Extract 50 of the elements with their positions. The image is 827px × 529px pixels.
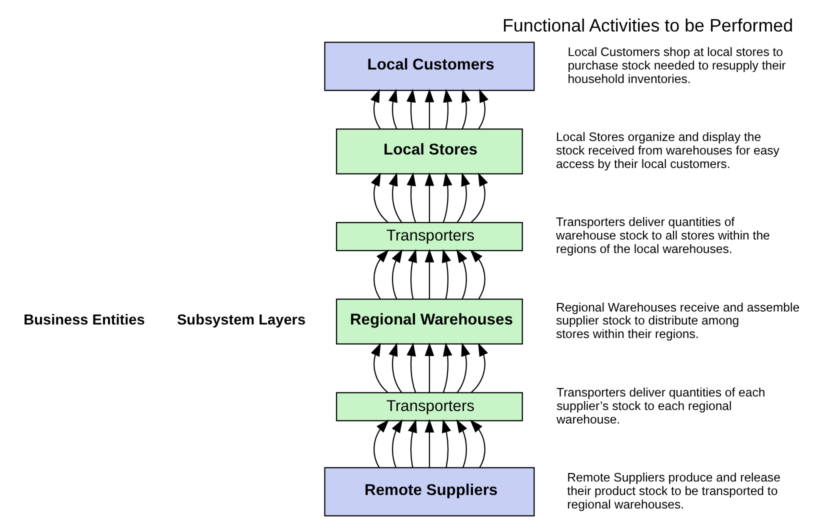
arrow (442, 419, 452, 468)
arrow (406, 342, 416, 393)
node-label: Transporters deliver quantities of each supplier’s stock to each regional warehouse. (556, 385, 766, 426)
arrow (424, 172, 434, 222)
node-label: Local Stores organize and display the stock received from warehouses for easy access by their local customers. (556, 130, 780, 171)
node-box: Local Customers (324, 42, 535, 91)
arrow (470, 419, 486, 468)
arrow (442, 342, 452, 393)
arrow (392, 249, 403, 300)
node-label: Transporters deliver quantities of warehouse stock to all stores within the regions of the local warehouses. (556, 215, 770, 256)
arrow (442, 248, 452, 300)
arrow (470, 249, 486, 300)
arrow (408, 248, 417, 300)
node-box: Regional Warehouses (336, 298, 523, 345)
arrow (470, 342, 488, 394)
label: Business Entities (24, 312, 145, 328)
arrow (388, 172, 402, 223)
node-box: Remote Suppliers (324, 467, 535, 516)
arrow (443, 88, 452, 130)
node-box: Transporters (336, 222, 523, 252)
arrow (370, 88, 381, 130)
arrow (424, 342, 434, 393)
node-label: Remote Suppliers produce and release their product stock to be transported to regional warehouses. (567, 470, 780, 512)
arrow (442, 172, 452, 223)
node-box: Local Stores (336, 128, 523, 174)
arrow (470, 172, 488, 223)
arrow (374, 249, 389, 300)
arrow (406, 172, 416, 223)
arrow (461, 88, 471, 130)
arrow (424, 419, 434, 468)
node-box: Transporters (336, 392, 523, 422)
label: Subsystem Layers (176, 312, 306, 328)
arrow (370, 172, 388, 223)
arrow (388, 88, 398, 130)
arrow (370, 342, 388, 394)
arrow (456, 419, 468, 468)
arrow (478, 88, 488, 130)
arrow (456, 172, 470, 223)
arrow (456, 342, 470, 393)
arrow (424, 88, 434, 129)
arrow (456, 249, 468, 300)
arrow (408, 419, 417, 468)
arrow (424, 248, 434, 300)
node-label: Regional Warehouses receive and assemble supplier stock to distribute among stores within their regions. (556, 300, 800, 342)
node-label: Local Customers shop at local stores to purchase stock needed to resupply their household inventories. (568, 45, 786, 86)
arrow (392, 419, 403, 468)
arrow (388, 342, 402, 393)
diagram-title: Functional Activities to be Performed (502, 15, 794, 36)
arrow (406, 88, 416, 130)
arrow (374, 419, 390, 468)
